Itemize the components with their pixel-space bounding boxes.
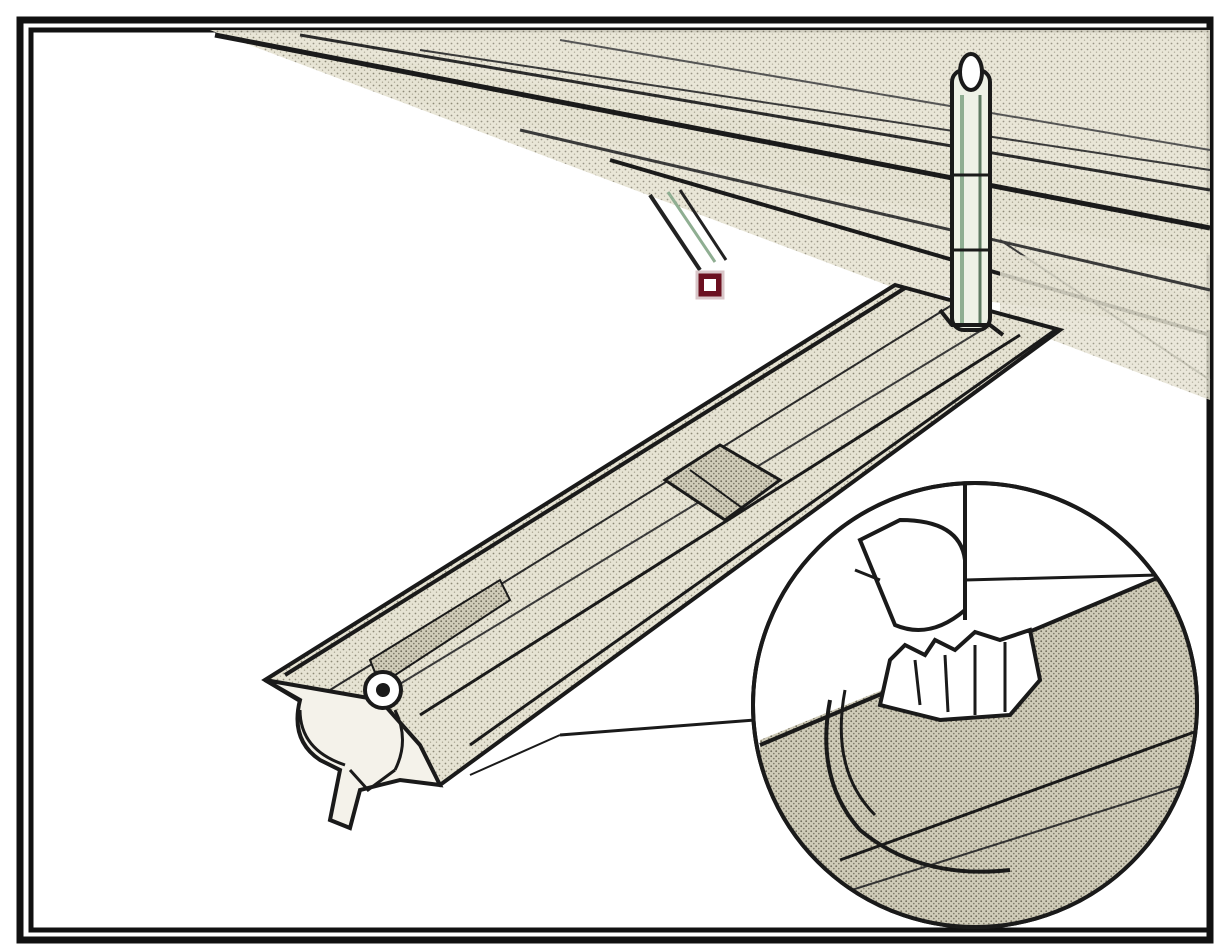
vertical-post xyxy=(938,52,1005,337)
callout-leaders xyxy=(469,718,756,776)
hinge-end-clamp xyxy=(264,670,444,831)
indicator-arrow-tip xyxy=(695,270,725,300)
indicator-arrow xyxy=(648,189,728,300)
detail-magnifier-circle xyxy=(751,481,1199,929)
lower-rail xyxy=(261,282,1065,788)
